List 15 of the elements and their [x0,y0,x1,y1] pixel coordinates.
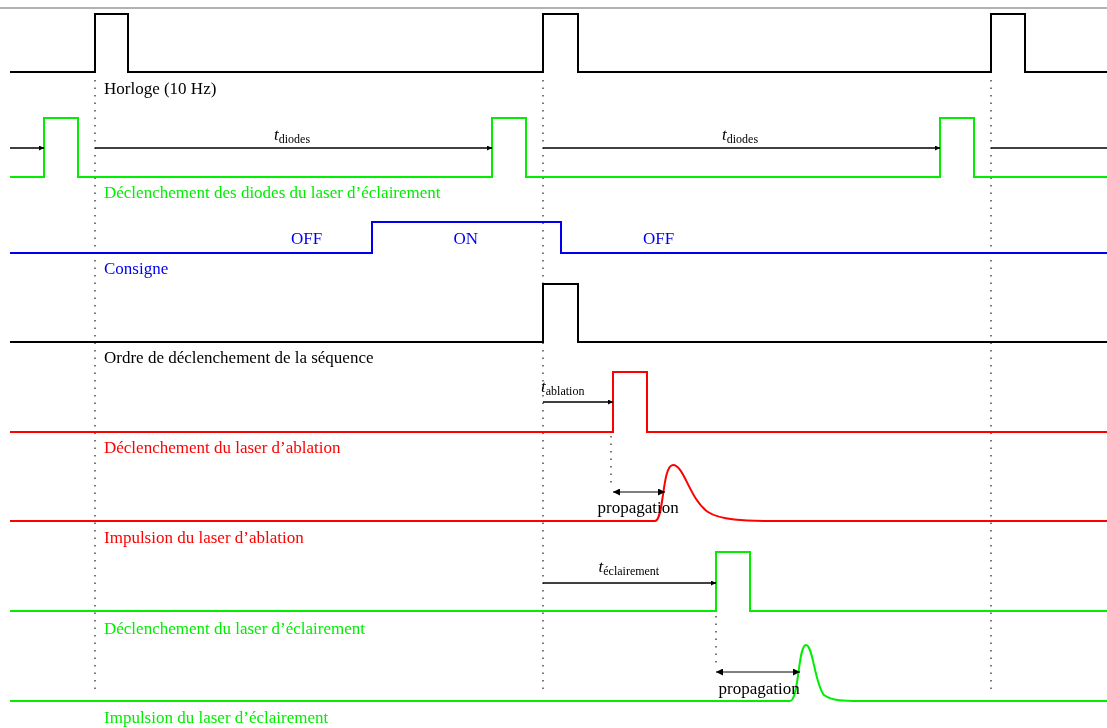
signal-label: Consigne [104,259,169,278]
signal-label: Impulsion du laser d’ablation [104,528,304,547]
signal-label: Déclenchement des diodes du laser d’éclairement [104,183,441,202]
time-label: t$_{diodes}$ [722,125,759,144]
signal-label: Horloge (10 Hz) [104,79,217,98]
signal-label: Déclenchement du laser d’ablation [104,438,341,457]
state-label: OFF [291,229,323,248]
time-label: t$_{ablation}$ [541,377,585,396]
state-label: ON [453,229,479,248]
signal-label: Ordre de déclenchement de la séquence [104,348,374,367]
time-label: t$_{éclairement}$ [598,557,660,576]
signal-label: Impulsion du laser d’éclairement [104,708,329,727]
signal-label: Déclenchement du laser d’éclairement [104,619,365,638]
state-label: OFF [643,229,675,248]
time-label: t$_{diodes}$ [274,125,311,144]
